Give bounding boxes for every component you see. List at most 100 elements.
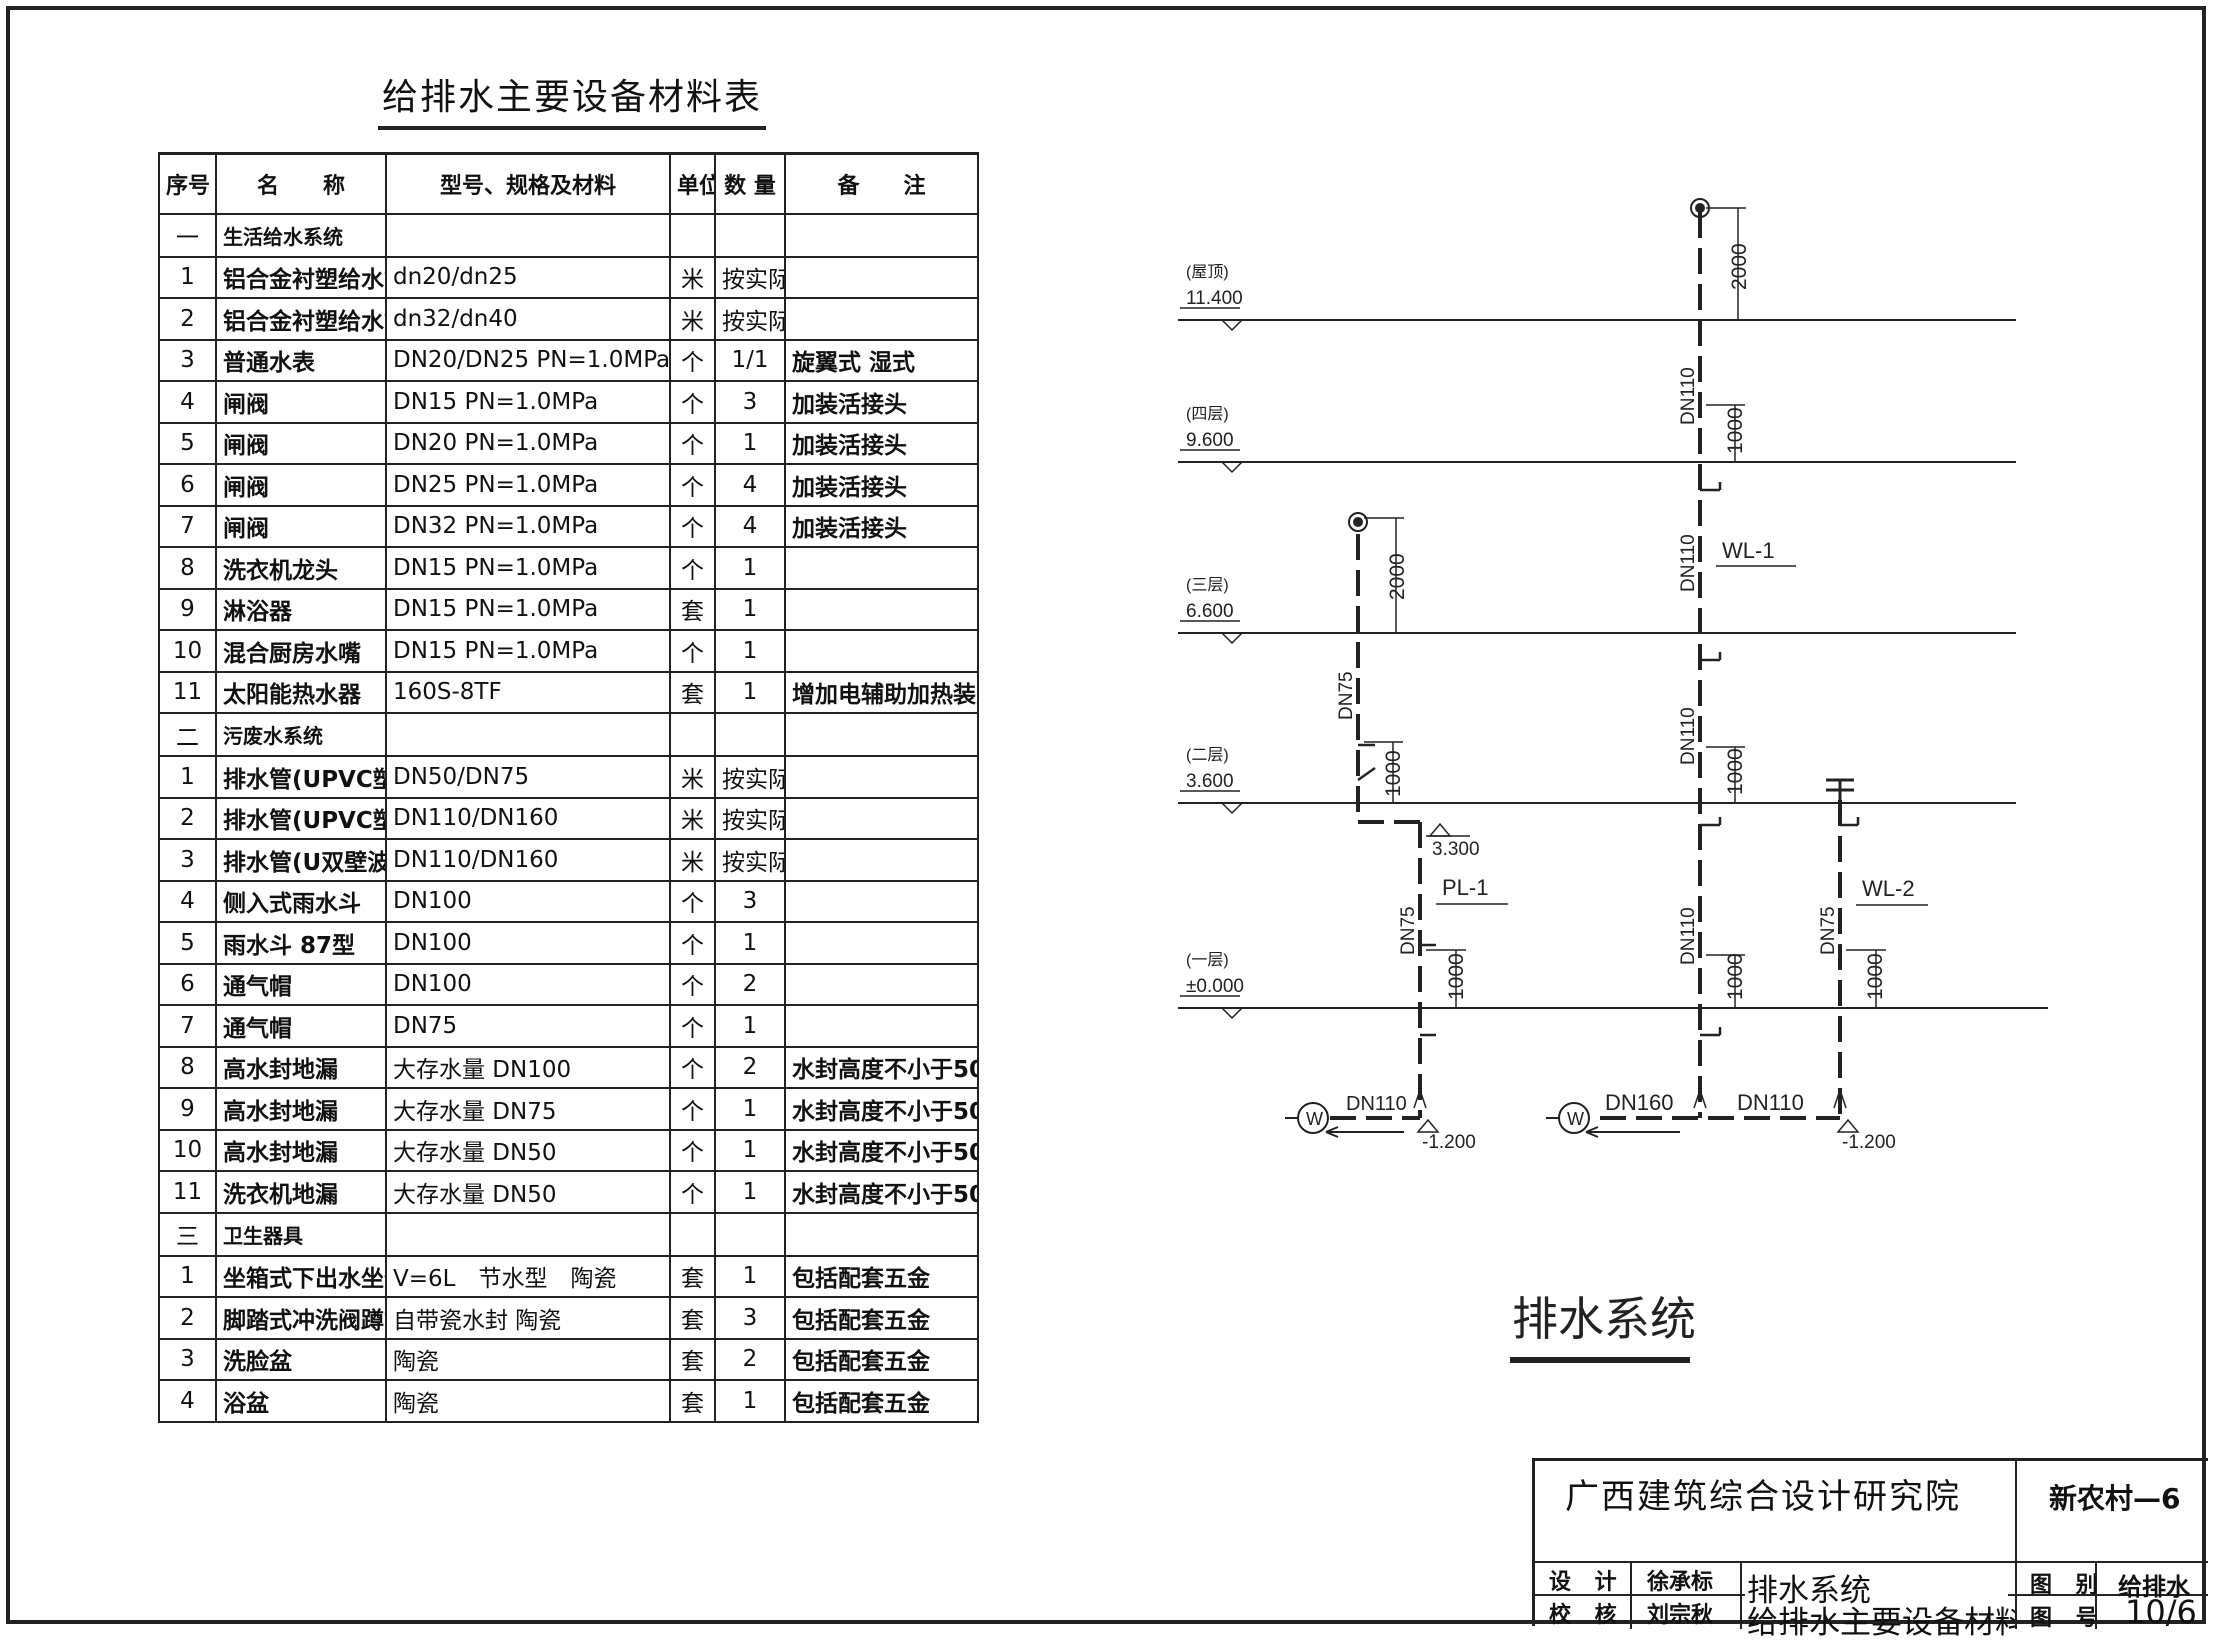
- cell-qty: [714, 212, 786, 258]
- header-spec: 型号、规格及材料: [385, 152, 671, 215]
- cell-no: 1: [158, 255, 217, 299]
- header-no: 序号: [158, 152, 217, 215]
- cell-spec: DN110/DN160: [385, 796, 671, 840]
- cell-qty: 4: [714, 463, 786, 507]
- drawing-title-2: 给排水主要设备材料表: [1747, 1605, 2015, 1641]
- tb-line: [2095, 1561, 2097, 1629]
- sheet-border: [6, 6, 2206, 1624]
- cell-spec: DN32 PN=1.0MPa: [385, 504, 671, 548]
- cell-qty: 按实际: [714, 796, 786, 840]
- cell-name: 太阳能热水器: [215, 670, 387, 714]
- cell-no: 三: [158, 1211, 217, 1257]
- cell-spec: DN100: [385, 921, 671, 965]
- cell-remark: [784, 879, 979, 923]
- cell-qty: 1: [714, 1128, 786, 1172]
- size-label: DN110: [1346, 1093, 1407, 1115]
- cell-unit: 个: [669, 921, 716, 965]
- category-label: 图 别: [2030, 1573, 2106, 1598]
- cell-name: 高水封地漏: [215, 1045, 387, 1089]
- cell-qty: 1: [714, 670, 786, 714]
- cell-remark: [784, 962, 979, 1006]
- cell-no: 7: [158, 1004, 217, 1048]
- cell-name: 通气帽: [215, 1004, 387, 1048]
- cell-qty: 1: [714, 587, 786, 631]
- size-label: DN75: [1398, 906, 1419, 955]
- cell-no: 4: [158, 1379, 217, 1423]
- cell-no: 2: [158, 1296, 217, 1340]
- cell-spec: 大存水量 DN75: [385, 1087, 671, 1131]
- cell-no: 2: [158, 297, 217, 341]
- cell-qty: [714, 1211, 786, 1257]
- cell-remark: [784, 1211, 979, 1257]
- cell-remark: 增加电辅助加热装置: [784, 670, 979, 714]
- elevation-m1200: -1.200: [1422, 1132, 1476, 1153]
- size-label: DN110: [1737, 1090, 1804, 1115]
- cell-name: 雨水斗 87型: [215, 921, 387, 965]
- elevation-marker: [1836, 1118, 1860, 1133]
- cell-no: 4: [158, 879, 217, 923]
- cell-no: 8: [158, 1045, 217, 1089]
- cell-remark: [784, 212, 979, 258]
- cell-unit: 个: [669, 380, 716, 424]
- cell-name: 闸阀: [215, 463, 387, 507]
- cell-name: 高水封地漏: [215, 1087, 387, 1131]
- floor-label: (屋顶): [1186, 263, 1229, 281]
- cell-remark: [784, 546, 979, 590]
- size-label: DN110: [1678, 907, 1699, 965]
- dim-1000: 1000: [1382, 750, 1405, 797]
- cell-spec: DN75: [385, 1004, 671, 1048]
- size-label: DN110: [1678, 367, 1699, 425]
- cell-no: 6: [158, 962, 217, 1006]
- cell-name: 通气帽: [215, 962, 387, 1006]
- cell-name: 坐箱式下出水坐便器: [215, 1254, 387, 1298]
- cleanout-icon: [1693, 1087, 1707, 1109]
- cell-qty: 按实际: [714, 297, 786, 341]
- cell-spec: 大存水量 DN50: [385, 1128, 671, 1172]
- header-unit: 单位: [669, 152, 716, 215]
- tb-line: [2015, 1461, 2017, 1629]
- cell-unit: 米: [669, 255, 716, 299]
- vent-cap-icon: [1348, 512, 1368, 532]
- cell-unit: 个: [669, 629, 716, 673]
- cell-remark: [784, 712, 979, 757]
- tb-line: [1740, 1561, 1742, 1629]
- cell-qty: 2: [714, 962, 786, 1006]
- elevation-label: 9.600: [1186, 430, 1234, 451]
- cell-unit: 个: [669, 1004, 716, 1048]
- cell-spec: DN20 PN=1.0MPa: [385, 421, 671, 465]
- cell-remark: 水封高度不小于50mm: [784, 1045, 979, 1089]
- elevation-m1200: -1.200: [1842, 1132, 1896, 1153]
- cell-no: 11: [158, 1170, 217, 1214]
- cell-spec: DN100: [385, 879, 671, 923]
- material-table: 序号 名 称 型号、规格及材料 单位 数 量 备 注 一生活给水系统1铝合金衬塑…: [158, 152, 979, 1423]
- cell-no: 5: [158, 921, 217, 965]
- cell-no: 7: [158, 504, 217, 548]
- cell-qty: 3: [714, 1296, 786, 1340]
- project-name: 新农村—6: [2049, 1482, 2181, 1515]
- dim-1000: 1000: [1724, 748, 1747, 795]
- cell-spec: [385, 212, 671, 258]
- cell-qty: 1: [714, 921, 786, 965]
- cleanout-icon: [1413, 1087, 1427, 1109]
- cell-name: 普通水表: [215, 338, 387, 382]
- floor-label: (四层): [1186, 406, 1229, 423]
- number-label: 图 号: [2030, 1606, 2106, 1631]
- cell-remark: [784, 587, 979, 631]
- cell-qty: 3: [714, 380, 786, 424]
- dim-2000: 2000: [1386, 553, 1409, 600]
- tb-line: [2008, 1594, 2208, 1596]
- cell-no: 二: [158, 712, 217, 757]
- cell-name: 污废水系统: [215, 712, 387, 757]
- elevation-label: 6.600: [1186, 601, 1234, 622]
- cell-name: 生活给水系统: [215, 212, 387, 258]
